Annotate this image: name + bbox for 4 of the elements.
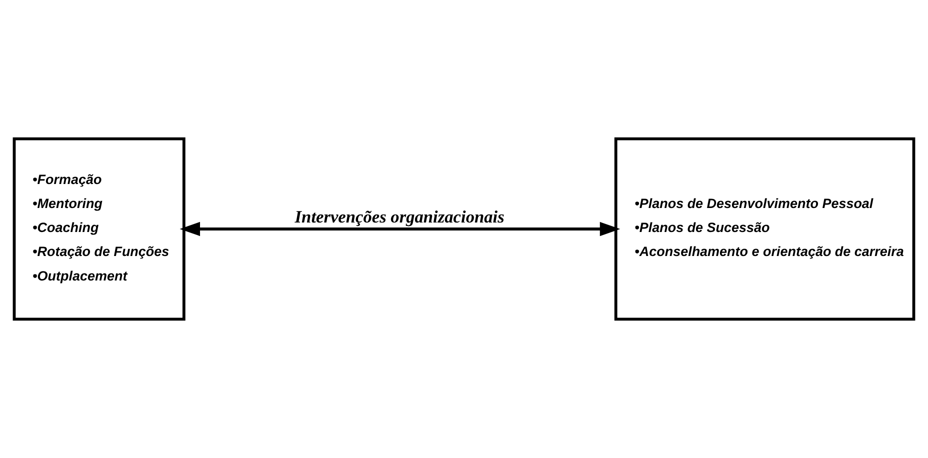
arrow [180, 222, 620, 236]
node-box: •Planos de Desenvolvimento Pessoal •Planos de Sucessão •Aconselhamento e orientação de carreira [614, 137, 916, 321]
node-box: •Formação •Mentoring •Coaching •Rotação de Funções •Outplacement [12, 137, 186, 321]
edge-label: Intervenções organizacionais [294, 208, 504, 227]
